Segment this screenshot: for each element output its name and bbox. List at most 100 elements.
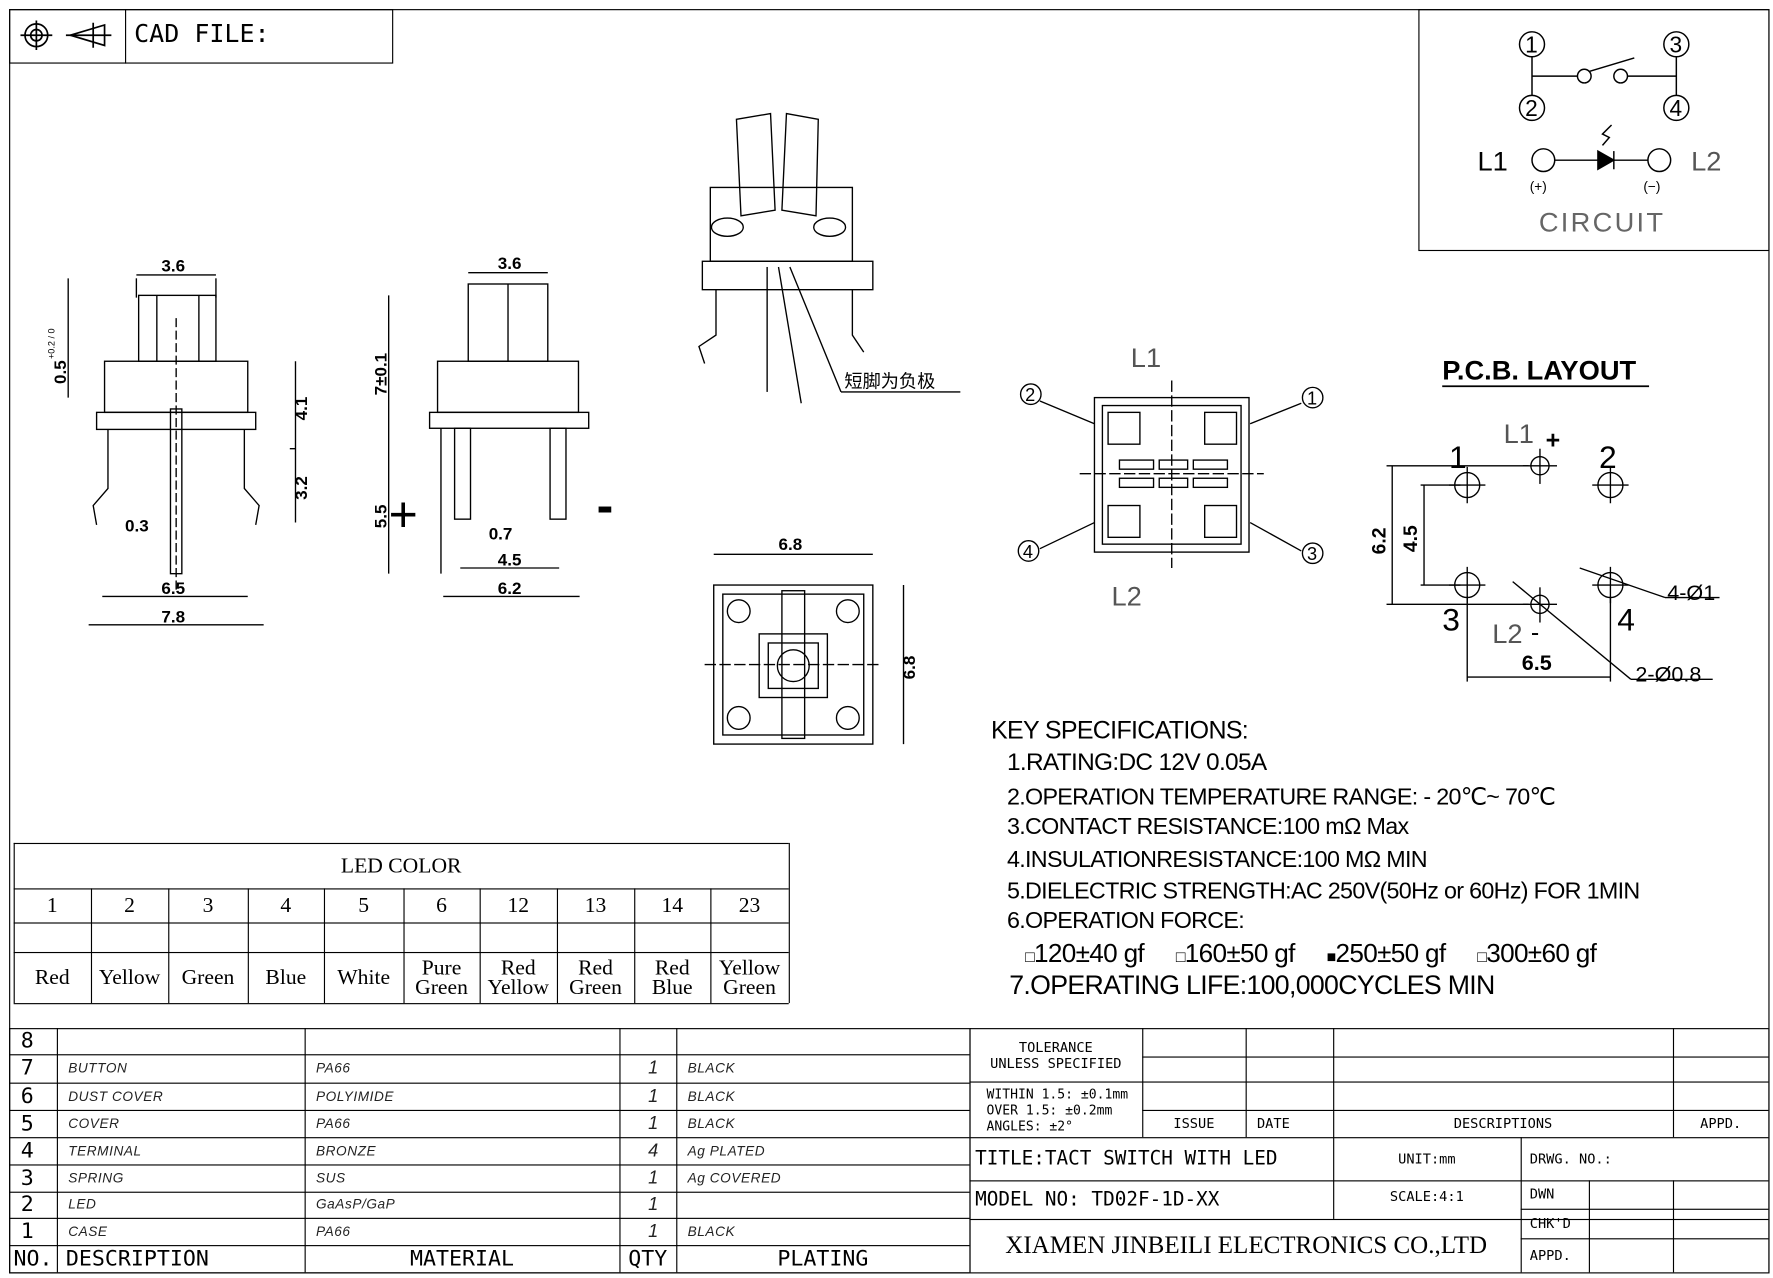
bom-material: SUS xyxy=(315,1169,346,1186)
pcb-l1-sign: + xyxy=(1546,427,1561,455)
pcb-l2: L2 xyxy=(1492,618,1522,649)
bom-plating: BLACK xyxy=(687,1087,736,1104)
led-color-name: Yellow xyxy=(98,965,161,990)
bom-plating xyxy=(688,1192,970,1218)
led-color-code: 2 xyxy=(124,893,135,918)
bom-material: BRONZE xyxy=(315,1142,377,1159)
grid-line xyxy=(13,1003,789,1005)
pcb-hole-small: 2-Ø0.8 xyxy=(1635,662,1701,687)
circuit-pin-4: 4 xyxy=(1670,95,1683,121)
circuit-pin-3: 3 xyxy=(1670,31,1683,57)
circuit-plus: (+) xyxy=(1530,179,1547,194)
bom-no: 4 xyxy=(20,1137,34,1163)
descriptions-label: DESCRIPTIONS xyxy=(1453,1114,1553,1131)
led-color-code: 6 xyxy=(436,893,447,918)
bom-desc: CASE xyxy=(68,1222,108,1239)
bom-no: 1 xyxy=(20,1218,34,1244)
led-color-title: LED COLOR xyxy=(340,853,462,878)
bom-no: 3 xyxy=(20,1164,34,1190)
grid-line xyxy=(13,888,789,890)
force-option[interactable]: □300±60 gf xyxy=(1477,938,1597,968)
grid-line xyxy=(969,1081,1769,1083)
force-option-selected[interactable]: ■250±50 gf xyxy=(1326,938,1447,968)
dim-front-pin-width: 0.7 xyxy=(489,525,513,544)
bom-plating: BLACK xyxy=(687,1114,736,1131)
grid-line xyxy=(9,1217,970,1219)
front-minus-sign: - xyxy=(597,478,614,534)
force-options: □120±40 gf □160±50 gf ■250±50 gf □300±60… xyxy=(1025,938,1597,969)
bom-material: PA66 xyxy=(315,1222,351,1239)
bom-header-qty: QTY xyxy=(628,1245,668,1271)
led-color-code: 14 xyxy=(661,893,684,918)
iso-negative-note: 短脚为负极 xyxy=(844,371,935,391)
circuit-minus: (−) xyxy=(1643,179,1660,194)
grid-line xyxy=(9,1028,970,1030)
grid-line xyxy=(56,1028,58,1273)
led-color-code: 13 xyxy=(584,893,607,918)
grid-line xyxy=(1588,1180,1590,1273)
scale-label: SCALE:4:1 xyxy=(1389,1187,1464,1204)
dim-front-pin-height: 5.5 xyxy=(371,505,390,529)
pcb-pin-3: 3 xyxy=(1442,601,1460,637)
grid-line xyxy=(556,888,559,1004)
led-color-code: 1 xyxy=(46,893,58,918)
cad-file-label: CAD FILE: xyxy=(134,20,270,49)
dim-side-h1: 4.1 xyxy=(292,397,311,421)
spec-dielectric: 5.DIELECTRIC STRENGTH:AC 250V(50Hz or 60… xyxy=(1006,878,1640,905)
bom-qty: 1 xyxy=(648,1221,659,1242)
company-name: XIAMEN JINBEILI ELECTRONICS CO.,LTD xyxy=(1005,1229,1488,1259)
force-option[interactable]: □120±40 gf xyxy=(1025,938,1145,968)
grid-line xyxy=(13,922,789,924)
side-view-drawing: 3.6 0.5 +0.2 / 0 4.1 3.2 0.3 6.5 7.8 xyxy=(47,257,311,627)
cad-file-box xyxy=(9,9,394,64)
bottom-pin-1: 1 xyxy=(1307,388,1317,408)
bom-plating: BLACK xyxy=(687,1059,736,1076)
appd-label: APPD. xyxy=(1700,1114,1742,1131)
grid-line xyxy=(1142,1056,1769,1058)
isometric-view-drawing: 短脚为负极 xyxy=(698,112,961,404)
grid-line xyxy=(9,1164,970,1166)
grid-line xyxy=(1520,1208,1769,1210)
bom-no: 6 xyxy=(20,1083,34,1109)
checkbox-icon: □ xyxy=(1477,947,1487,966)
grid-line xyxy=(634,888,636,1004)
front-view-drawing: 3.6 7±0.1 5.5 0.7 4.5 6.2 + - xyxy=(371,254,614,598)
circuit-l2: L2 xyxy=(1691,145,1721,176)
force-option[interactable]: □160±50 gf xyxy=(1175,938,1296,968)
model-number: MODEL NO: TD02F-1D-XX xyxy=(975,1187,1220,1211)
checkbox-icon: □ xyxy=(1025,947,1035,966)
issue-label: ISSUE xyxy=(1173,1114,1215,1131)
grid-line xyxy=(1333,1028,1335,1138)
pcb-dim-4-5: 4.5 xyxy=(1401,525,1422,552)
grid-line xyxy=(323,888,326,1004)
grid-line xyxy=(1245,1028,1247,1138)
crosshair-circle-icon xyxy=(20,20,53,50)
bom-header-no: NO. xyxy=(13,1245,53,1271)
pcb-hole-big: 4-Ø1 xyxy=(1667,580,1715,605)
spec-rating: 1.RATING:DC 12V 0.05A xyxy=(1006,748,1267,776)
pcb-hole xyxy=(1592,466,1629,504)
bom-desc: TERMINAL xyxy=(68,1142,142,1159)
dim-side-top-width: 3.6 xyxy=(161,257,185,276)
dim-side-inner-width: 6.5 xyxy=(161,579,185,598)
grid-line xyxy=(619,1028,621,1273)
led-color-name: Blue xyxy=(265,965,307,990)
bom-desc: BUTTON xyxy=(68,1059,128,1076)
grid-line xyxy=(969,1028,971,1273)
circuit-l1: L1 xyxy=(1477,145,1507,176)
grid-line xyxy=(1333,1137,1335,1219)
front-plus-sign: + xyxy=(389,487,418,543)
pcb-title: P.C.B. LAYOUT xyxy=(1442,354,1636,385)
grid-line xyxy=(1142,1028,1144,1138)
bottom-l1: L1 xyxy=(1131,342,1161,373)
bom-qty xyxy=(631,1028,676,1054)
dim-side-pin: 0.3 xyxy=(125,517,149,536)
circuit-title: CIRCUIT xyxy=(1539,207,1666,238)
bom-material: PA66 xyxy=(315,1059,351,1076)
grid-line xyxy=(969,1137,1769,1139)
bom-header-material: MATERIAL xyxy=(409,1245,514,1271)
grid-line xyxy=(710,888,712,1004)
